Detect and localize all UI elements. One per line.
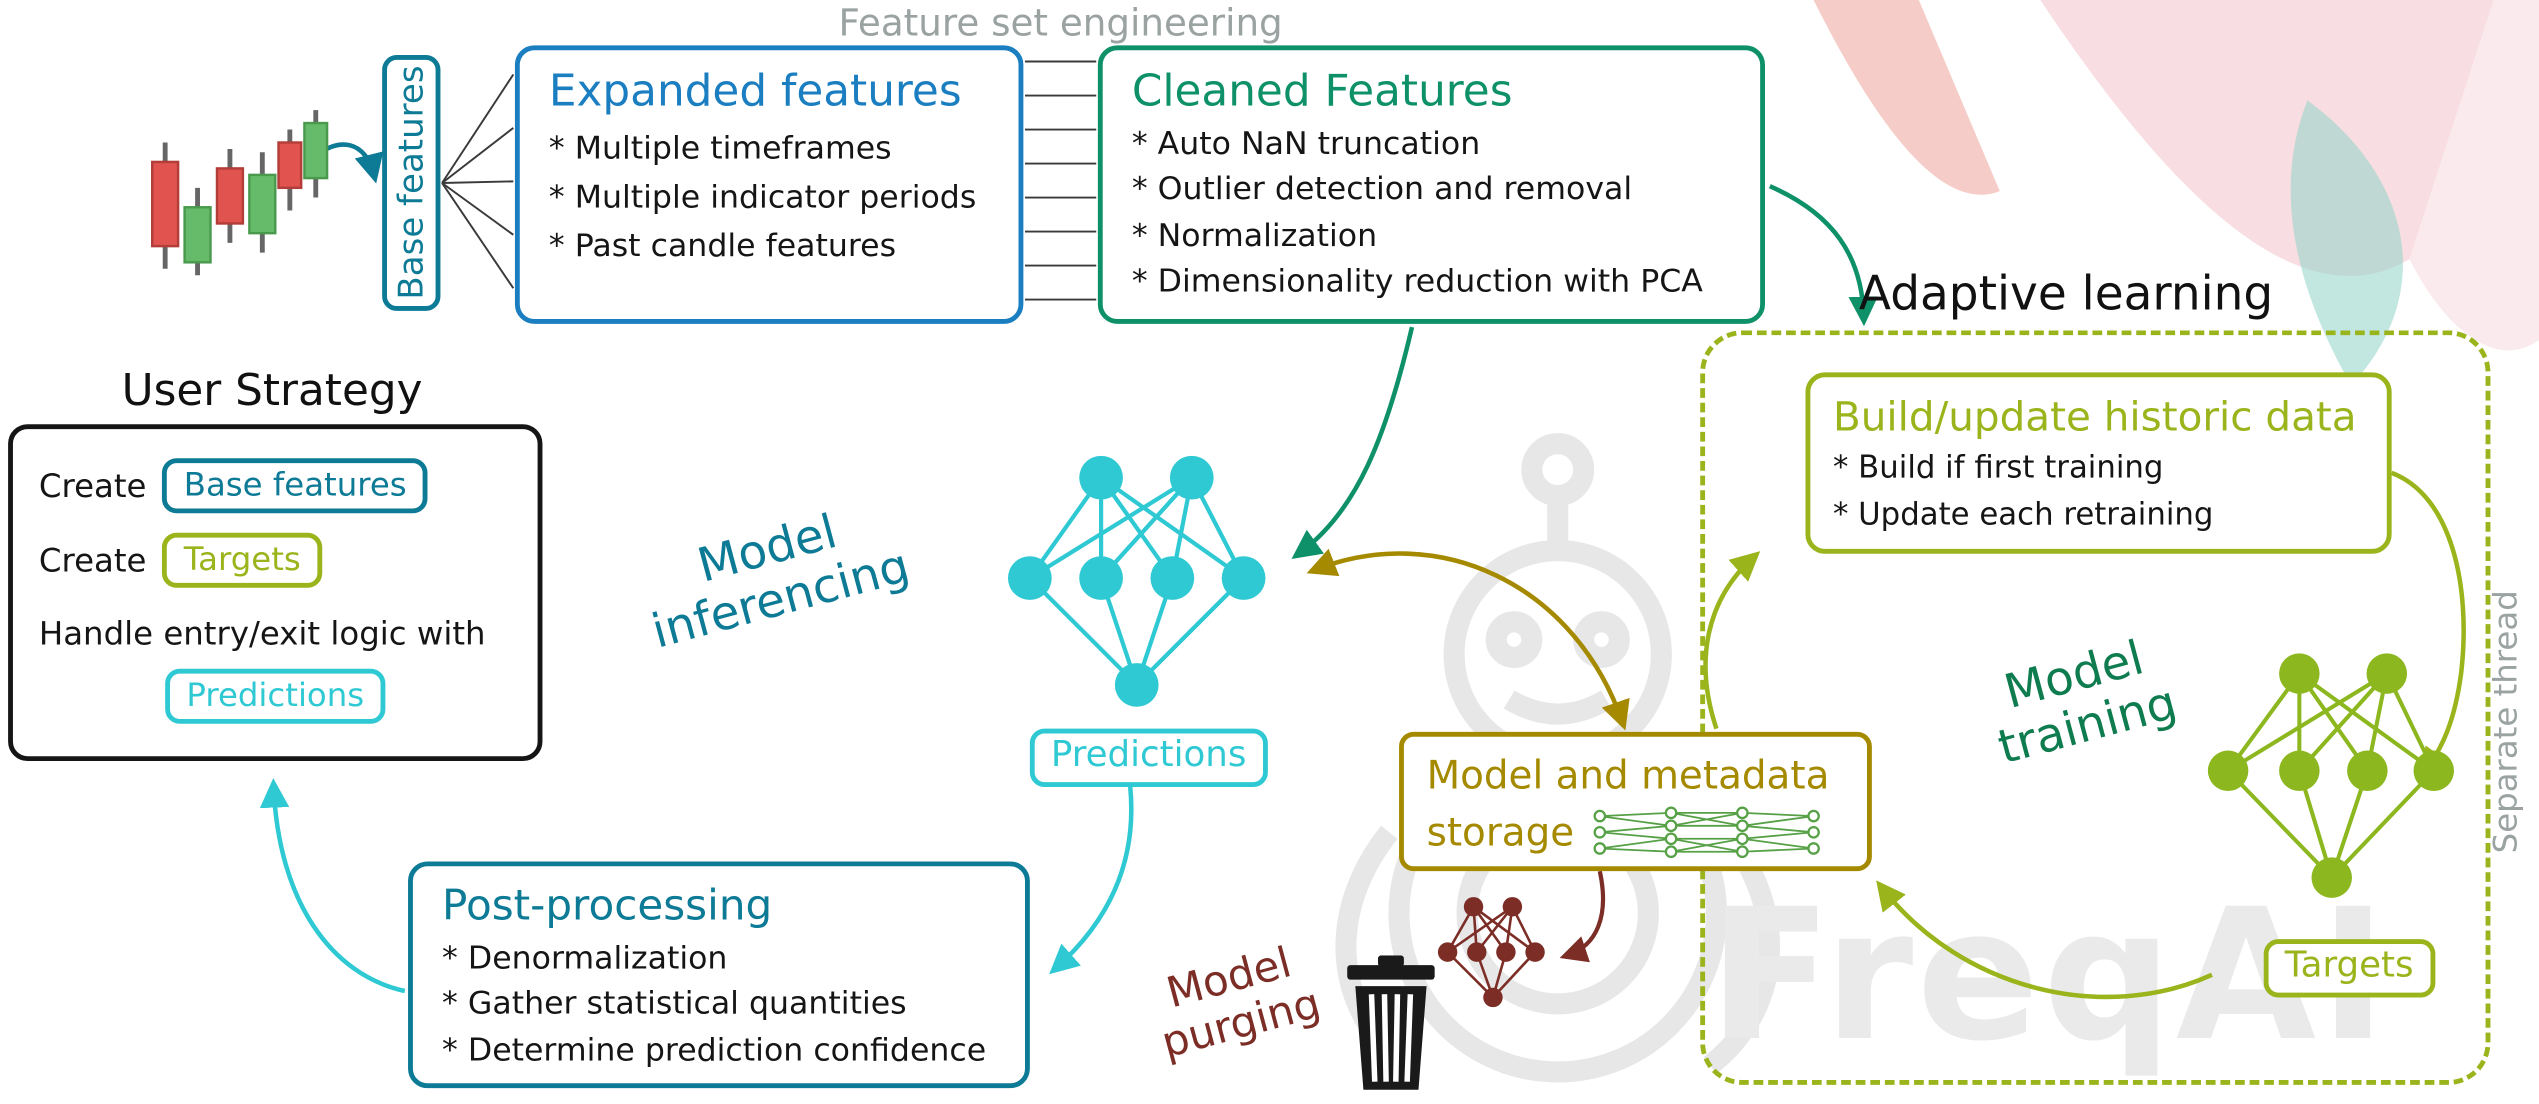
storage-title-line1: Model and metadata	[1426, 752, 1830, 799]
list-item: * Normalization	[1131, 216, 1378, 254]
list-item: * Denormalization	[442, 939, 728, 977]
storage-title-line2: storage	[1426, 809, 1575, 855]
expanded-features-title: Expanded features	[548, 66, 962, 117]
cleaned-features-title: Cleaned Features	[1131, 66, 1513, 117]
adaptive-learning-title: Adaptive learning	[1858, 265, 2274, 321]
user-strategy-box: Create Base features Create Targets Hand…	[8, 424, 543, 762]
list-item: * Past candle features	[548, 226, 897, 264]
post-processing-title: Post-processing	[442, 882, 773, 932]
cleaned-features-box: Cleaned Features * Auto NaN truncation *…	[1097, 45, 1765, 324]
create-label: Create	[38, 466, 147, 506]
user-strategy-title: User Strategy	[121, 365, 423, 417]
stored-model-network-icon	[1593, 806, 1821, 859]
list-item: * Multiple timeframes	[548, 129, 892, 167]
base-features-label: Base features	[391, 65, 431, 301]
list-item: * Dimensionality reduction with PCA	[1131, 262, 1703, 300]
adaptive-learning-box	[1700, 330, 2491, 1085]
training-neural-network-icon	[2207, 653, 2454, 898]
list-item: * Gather statistical quantities	[442, 985, 907, 1023]
predictions-badge: Predictions	[1029, 728, 1268, 788]
build-update-box: Build/update historic data * Build if fi…	[1805, 372, 2392, 554]
base-features-badge: Base features	[162, 458, 428, 514]
list-item: * Auto NaN truncation	[1131, 124, 1481, 162]
base-features-box: Base features	[382, 55, 441, 311]
build-update-title: Build/update historic data	[1833, 393, 2357, 441]
list-item: * Determine prediction confidence	[442, 1030, 987, 1069]
post-processing-box: Post-processing * Denormalization * Gath…	[408, 861, 1030, 1089]
model-storage-box: Model and metadata storage	[1399, 731, 1872, 872]
targets-badge-inline: Targets	[162, 532, 322, 588]
expanded-features-box: Expanded features * Multiple timeframes …	[514, 45, 1024, 324]
list-item: * Outlier detection and removal	[1131, 170, 1633, 208]
entry-exit-logic-label: Handle entry/exit logic with	[38, 613, 486, 653]
create-label: Create	[38, 540, 147, 580]
separate-thread-label: Separate thread	[2485, 590, 2525, 854]
list-item: * Multiple indicator periods	[548, 177, 977, 216]
targets-badge: Targets	[2263, 939, 2435, 998]
predictions-badge-inline: Predictions	[165, 668, 386, 724]
purged-model-network-icon	[1437, 897, 1545, 1008]
candlestick-chart-icon	[150, 110, 329, 276]
list-item: * Update each retraining	[1833, 497, 2214, 534]
trash-can-icon	[1347, 955, 1435, 1090]
inference-neural-network-icon	[1007, 455, 1266, 707]
list-item: * Build if first training	[1833, 450, 2164, 486]
feature-set-engineering-label: Feature set engineering	[838, 3, 1283, 46]
